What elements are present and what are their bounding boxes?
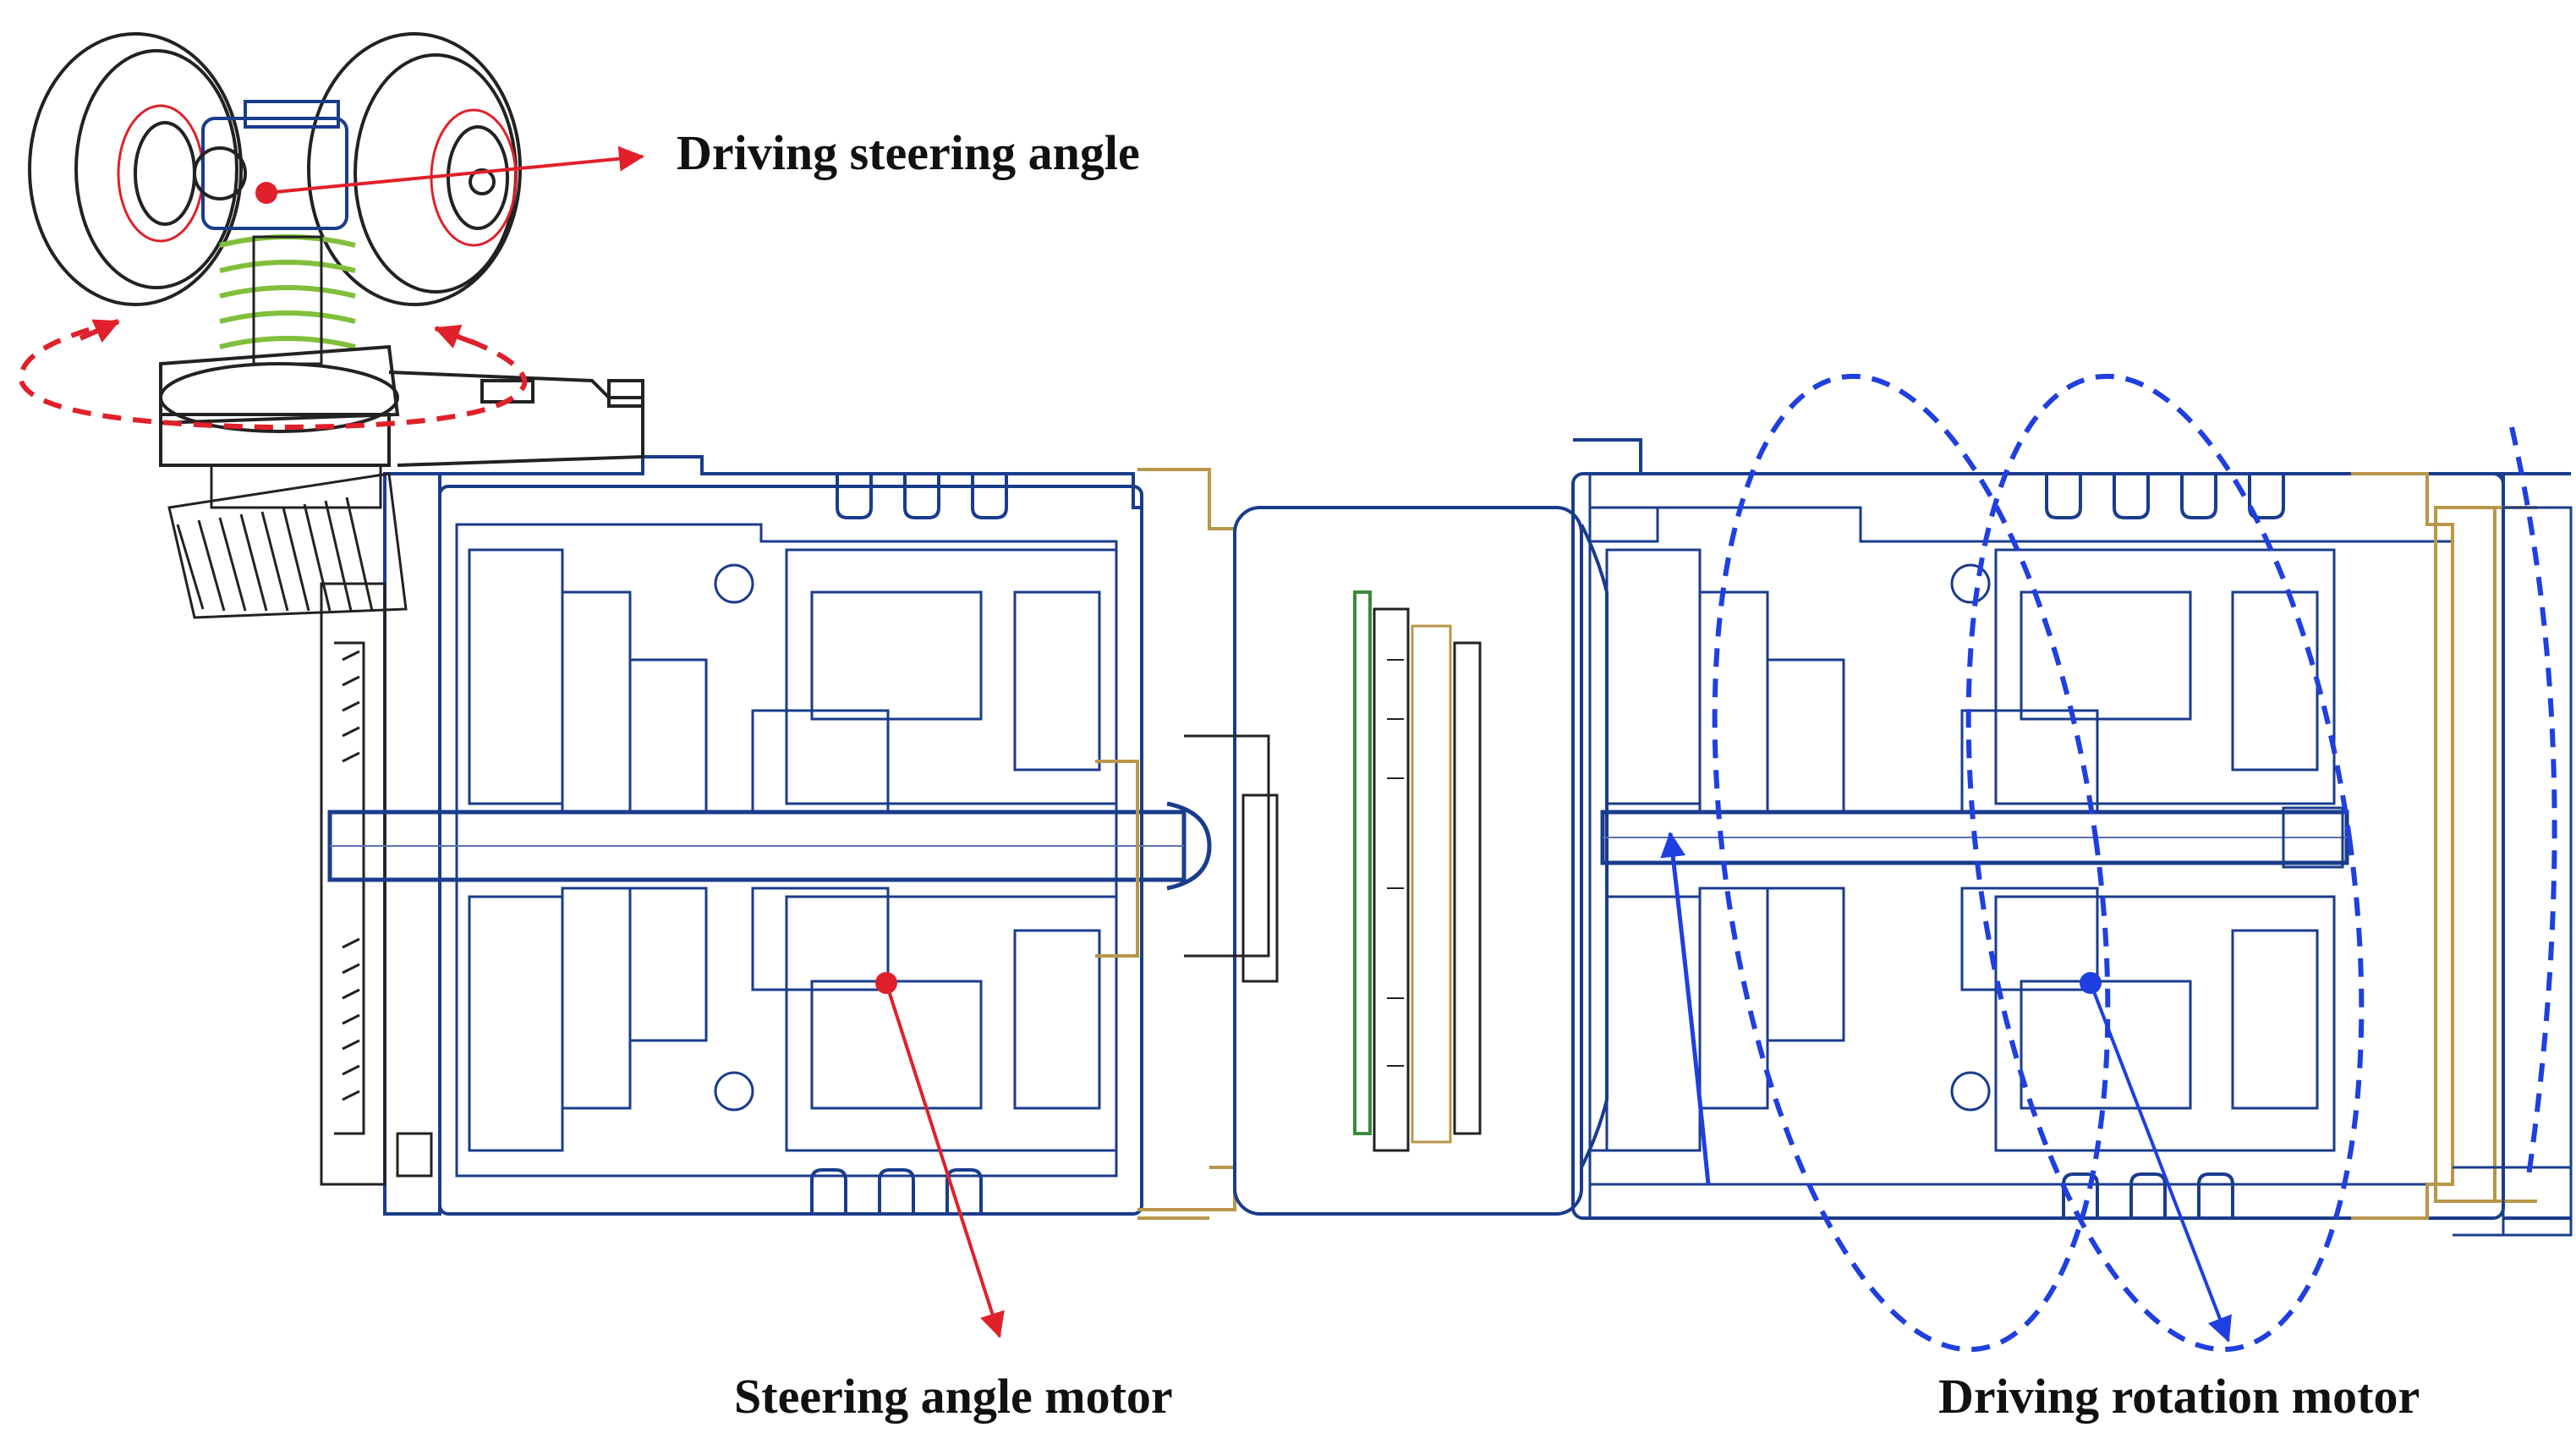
rotation-arrow — [1660, 832, 1711, 1185]
right-housing — [1571, 438, 2505, 1220]
rotation-arrow-right — [434, 324, 475, 349]
pcb-compartment — [1184, 506, 1609, 1216]
leader-driving-steering-angle — [266, 145, 644, 195]
right-end-cap — [2453, 472, 2573, 1237]
rotation-motor-indicator — [1712, 373, 2557, 1353]
bevel-gear — [167, 464, 408, 1135]
bronze-end-right — [2351, 472, 2537, 1220]
label-driving-rotation-motor: Driving rotation motor — [1938, 1369, 2420, 1424]
label-steering-angle-motor: Steering angle motor — [734, 1369, 1173, 1424]
pcb-boards — [1353, 590, 1482, 1152]
bronze-spacer-left — [1095, 468, 1236, 1220]
steering-rotation-indicator — [18, 319, 528, 431]
left-shaft — [327, 801, 1212, 891]
label-driving-steering-angle: Driving steering angle — [677, 125, 1140, 180]
left-end-cap — [320, 472, 441, 1216]
wheel-assembly-icon — [28, 32, 644, 467]
leader-steering-angle-motor — [885, 982, 1005, 1338]
housing — [438, 455, 1143, 1216]
rotation-arrow-left — [79, 319, 120, 343]
leader-driving-rotation-motor — [2089, 982, 2232, 1342]
